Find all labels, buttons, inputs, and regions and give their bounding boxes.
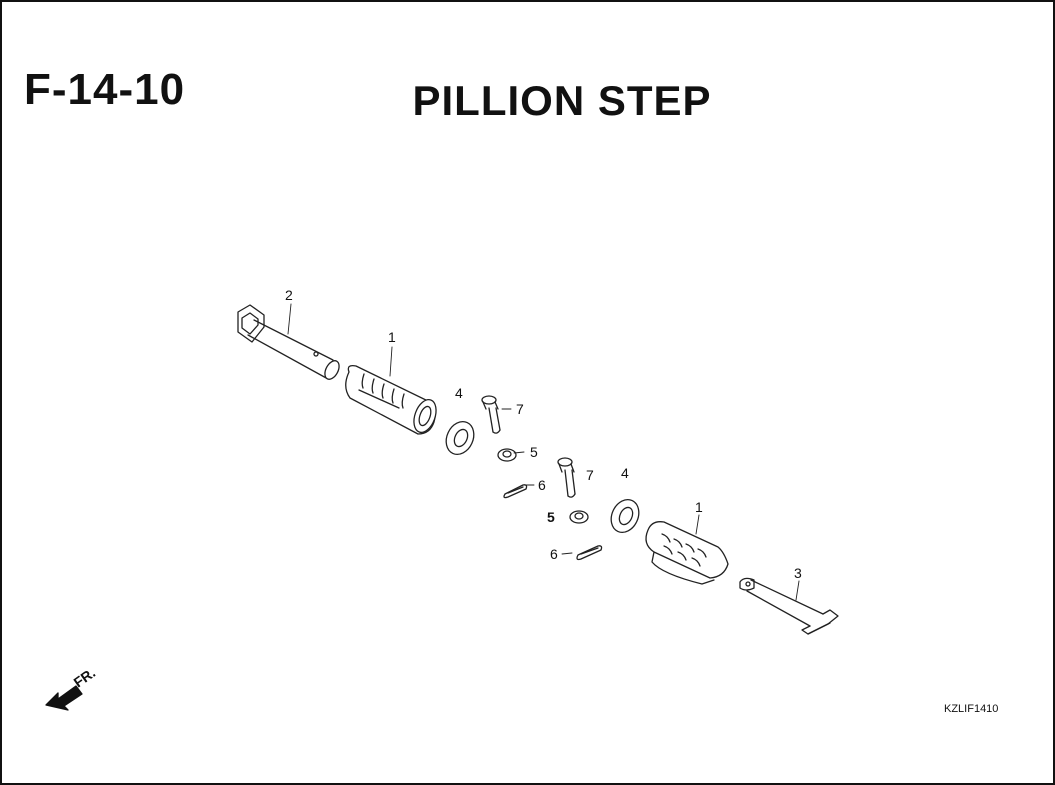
callout-1: 1 [388, 329, 396, 345]
drawing-code: KZLIF1410 [944, 703, 999, 715]
step-bar-left [237, 304, 340, 380]
step-rubber-right [645, 521, 729, 585]
callout-6: 6 [550, 546, 558, 562]
callout-3: 3 [794, 565, 802, 581]
front-direction-arrow-icon [45, 685, 83, 711]
pin-left [481, 395, 501, 434]
callout-2: 2 [285, 287, 293, 303]
cotter-clip-left [503, 484, 528, 499]
callout-7: 7 [586, 467, 594, 483]
washer-right [610, 498, 640, 534]
callout-5: 5 [530, 444, 538, 460]
leader-lines [287, 303, 800, 601]
ball-right [569, 510, 589, 524]
callout-4: 4 [621, 465, 629, 481]
page-title: PILLION STEP [412, 77, 712, 124]
pin-right [557, 457, 576, 498]
figure-code: F-14-10 [24, 65, 186, 114]
callout-7: 7 [516, 401, 524, 417]
callout-1: 1 [695, 499, 703, 515]
callout-6: 6 [538, 477, 546, 493]
callout-5: 5 [547, 509, 555, 525]
step-bar-right [739, 577, 839, 635]
cotter-clip-right [576, 545, 603, 561]
step-rubber-left [345, 364, 437, 435]
callout-4: 4 [455, 385, 463, 401]
washer-left [445, 420, 475, 456]
ball-left [497, 448, 517, 462]
